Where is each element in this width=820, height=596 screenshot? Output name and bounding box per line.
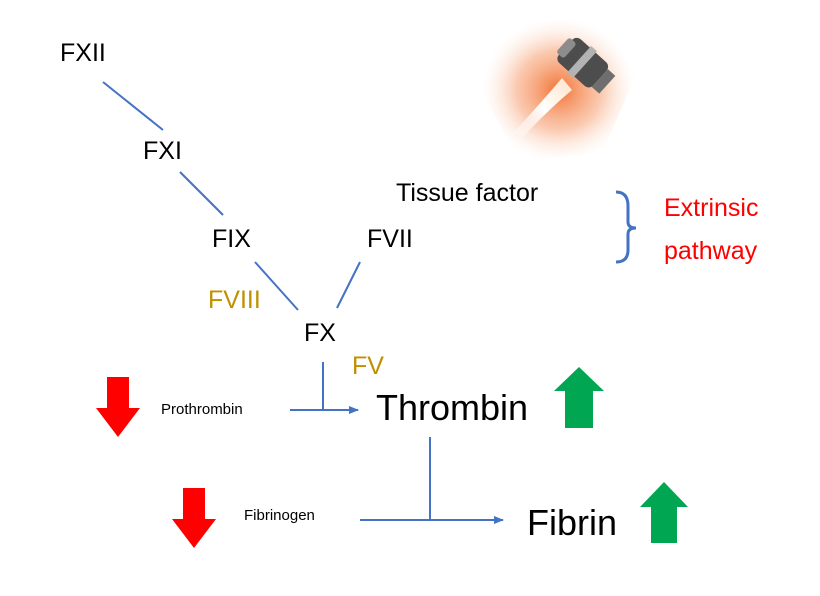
rocket-flame bbox=[514, 78, 572, 138]
red-down-arrow-icon bbox=[172, 488, 216, 548]
connector-fxi-fix bbox=[179, 171, 224, 216]
label-thrombin: Thrombin bbox=[376, 387, 529, 428]
label-fibrin: Fibrin bbox=[527, 502, 618, 543]
label-fviii: FVIII bbox=[208, 286, 261, 314]
label-fxii: FXII bbox=[60, 39, 106, 67]
green-up-arrow-icon bbox=[554, 367, 604, 428]
label-fix: FIX bbox=[212, 225, 251, 253]
rocket-icon bbox=[482, 18, 636, 162]
connector-fxii-fxi bbox=[102, 81, 164, 131]
extrinsic-bracket bbox=[615, 190, 637, 264]
label-fx: FX bbox=[304, 319, 336, 347]
cascade-connectors bbox=[102, 81, 637, 524]
label-fibrinogen: Fibrinogen bbox=[244, 507, 315, 524]
connector-fvii-fx bbox=[336, 261, 361, 309]
label-prothrombin: Prothrombin bbox=[161, 401, 243, 418]
green-up-arrow-icon bbox=[640, 482, 688, 543]
label-fxi: FXI bbox=[143, 137, 182, 165]
label-tissue-factor: Tissue factor bbox=[396, 179, 539, 207]
label-fvii: FVII bbox=[367, 225, 413, 253]
connector-fix-fx bbox=[254, 261, 299, 311]
red-down-arrow-icon bbox=[96, 377, 140, 437]
label-pathway: pathway bbox=[664, 237, 758, 265]
label-extrinsic: Extrinsic bbox=[664, 194, 759, 222]
label-fv: FV bbox=[352, 352, 384, 380]
